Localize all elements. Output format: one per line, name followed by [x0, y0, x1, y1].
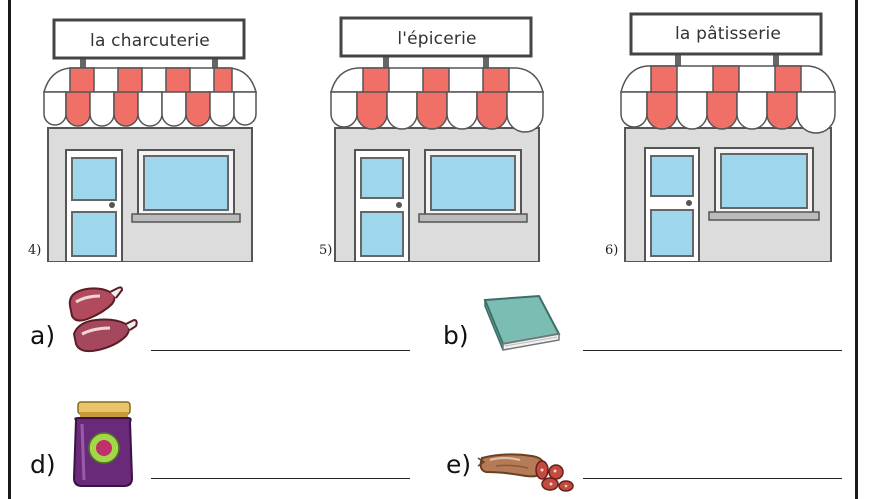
answer-line[interactable]: [583, 478, 842, 479]
item-letter: b): [443, 321, 469, 350]
right-border: [855, 0, 858, 499]
shop-sign: l'épicerie: [397, 29, 477, 49]
shop-sign: la charcuterie: [90, 31, 210, 51]
shop-number: 5): [319, 243, 333, 258]
left-border: [8, 0, 11, 499]
shop-sign: la pâtisserie: [674, 24, 782, 44]
shop-building-illustration: [43, 18, 257, 262]
item-letter: e): [446, 450, 472, 479]
answer-line[interactable]: [151, 478, 410, 479]
shop-charcuterie: la charcuterie 4): [28, 0, 260, 262]
item-letter: d): [30, 450, 56, 479]
answer-line[interactable]: [583, 350, 842, 351]
shop-building-illustration: [330, 16, 544, 262]
shop-patisserie: la pâtisserie 6): [605, 0, 839, 262]
jam-jar-icon: [70, 400, 136, 492]
answer-line[interactable]: [151, 350, 410, 351]
sausage-icon: [476, 448, 578, 498]
shop-building-illustration: [620, 12, 836, 262]
item-letter: a): [30, 321, 56, 350]
shop-number: 4): [28, 243, 42, 258]
shop-epicerie: l'épicerie 5): [319, 0, 547, 262]
shop-number: 6): [605, 243, 619, 258]
meat-icon: [64, 284, 138, 364]
book-icon: [481, 294, 563, 358]
